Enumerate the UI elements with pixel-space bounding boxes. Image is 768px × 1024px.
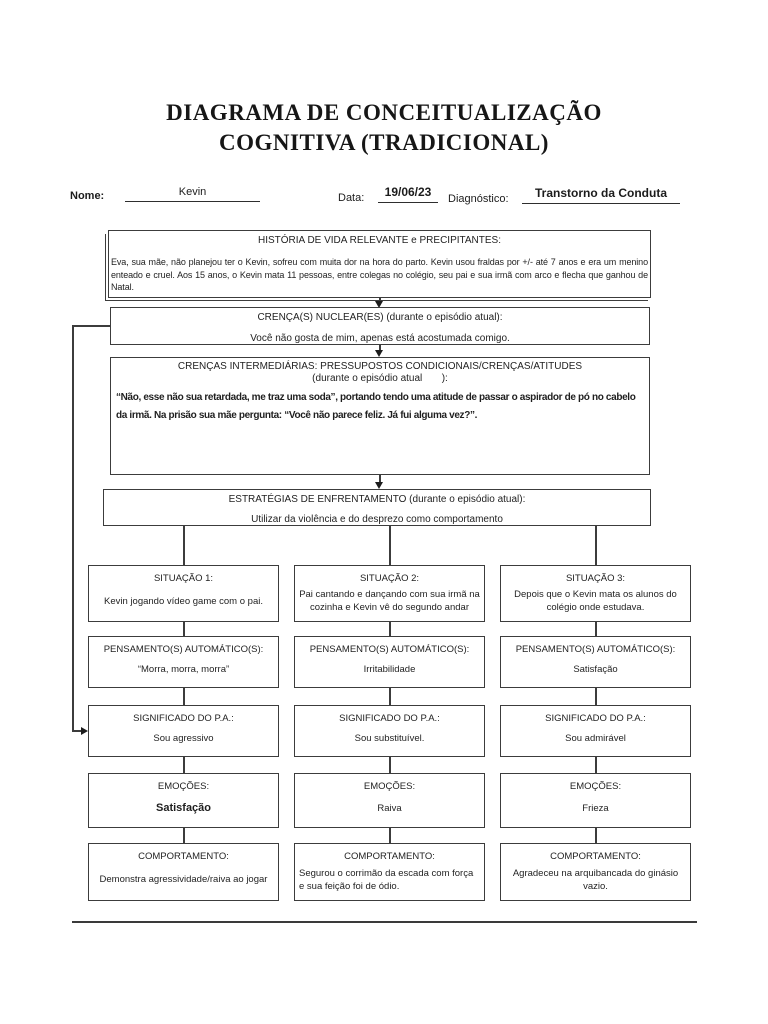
arrow-down-icon [375, 301, 383, 308]
comportamento2-title: COMPORTAMENTO: [344, 851, 435, 862]
connector-col2-c [389, 757, 391, 773]
connector-col2-a [389, 622, 391, 636]
connector-intermediarias-estrategias [379, 475, 381, 483]
emocoes1-box: EMOÇÕES: Satisfação [88, 773, 279, 828]
arrow-down-icon [375, 350, 383, 357]
significado3-body: Sou admirável [565, 733, 626, 744]
comportamento1-title: COMPORTAMENTO: [138, 851, 229, 862]
connector-col3-d [595, 828, 597, 843]
name-label: Nome: [70, 190, 105, 202]
diagnosis-value: Transtorno da Conduta [522, 186, 680, 204]
comportamento1-body: Demonstra agressividade/raiva ao jogar [99, 874, 268, 885]
page-title-line2: COGNITIVA (TRADICIONAL) [219, 130, 549, 155]
pensamento1-title: PENSAMENTO(S) AUTOMÁTICO(S): [103, 644, 264, 655]
crencas-intermediarias-title-line2: (durante o episódio atual ): [312, 373, 448, 384]
significado1-body: Sou agressivo [153, 733, 214, 744]
situacao2-title: SITUAÇÃO 2: [359, 573, 420, 584]
comportamento1-box: COMPORTAMENTO: Demonstra agressividade/r… [88, 843, 279, 901]
significado2-box: SIGNIFICADO DO P.A.: Sou substituível. [294, 705, 485, 757]
situacao2-body: Pai cantando e dançando com sua irmã na … [299, 589, 480, 613]
page-title-line1: DIAGRAMA DE CONCEITUALIZAÇÃO [166, 100, 602, 125]
name-value: Kevin [125, 186, 260, 202]
emocoes2-body: Raiva [377, 802, 402, 814]
date-label: Data: [338, 192, 365, 204]
crenca-nuclear-body: Você não gosta de mim, apenas está acost… [250, 333, 510, 344]
estrategias-box: ESTRATÉGIAS DE ENFRENTAMENTO (durante o … [103, 489, 651, 526]
emocoes2-box: EMOÇÕES: Raiva [294, 773, 485, 828]
date-value: 19/06/23 [378, 185, 438, 203]
emocoes3-box: EMOÇÕES: Frieza [500, 773, 691, 828]
emocoes1-title: EMOÇÕES: [157, 781, 210, 792]
connector-col3-a [595, 622, 597, 636]
crencas-intermediarias-title-line1: CRENÇAS INTERMEDIÁRIAS: PRESSUPOSTOS CON… [177, 361, 583, 372]
estrategias-body: Utilizar da violência e do desprezo como… [251, 514, 503, 525]
connector-col2-d [389, 828, 391, 843]
estrategias-title: ESTRATÉGIAS DE ENFRENTAMENTO (durante o … [228, 494, 526, 505]
pensamento1-body: “Morra, morra, morra” [137, 664, 230, 675]
connector-historia-crenca [379, 297, 381, 302]
connector-col2-b [389, 688, 391, 705]
pensamento2-box: PENSAMENTO(S) AUTOMÁTICO(S): Irritabilid… [294, 636, 485, 688]
emocoes1-body: Satisfação [155, 801, 212, 814]
crenca-nuclear-box: CRENÇA(S) NUCLEAR(ES) (durante o episódi… [110, 307, 650, 345]
pensamento1-box: PENSAMENTO(S) AUTOMÁTICO(S): “Morra, mor… [88, 636, 279, 688]
situacao2-box: SITUAÇÃO 2: Pai cantando e dançando com … [294, 565, 485, 622]
connector-col3-b [595, 688, 597, 705]
situacao3-box: SITUAÇÃO 3: Depois que o Kevin mata os a… [500, 565, 691, 622]
connector-estrategias-situacao2 [389, 526, 391, 565]
significado1-box: SIGNIFICADO DO P.A.: Sou agressivo [88, 705, 279, 757]
connector-col1-c [183, 757, 185, 773]
emocoes2-title: EMOÇÕES: [363, 781, 416, 792]
emocoes3-body: Frieza [582, 802, 609, 814]
situacao1-title: SITUAÇÃO 1: [153, 573, 214, 584]
situacao1-box: SITUAÇÃO 1: Kevin jogando vídeo game com… [88, 565, 279, 622]
pensamento3-box: PENSAMENTO(S) AUTOMÁTICO(S): Satisfação [500, 636, 691, 688]
page-title: DIAGRAMA DE CONCEITUALIZAÇÃO COGNITIVA (… [0, 98, 768, 158]
connector-col3-c [595, 757, 597, 773]
situacao3-title: SITUAÇÃO 3: [565, 573, 626, 584]
situacao1-body: Kevin jogando vídeo game com o pai. [104, 595, 263, 607]
comportamento2-body: Segurou o corrimão da escada com força e… [299, 867, 474, 892]
significado1-title: SIGNIFICADO DO P.A.: [133, 713, 234, 724]
connector-estrategias-situacao3 [595, 526, 597, 565]
connector-crenca-intermediarias [379, 345, 381, 351]
emocoes3-title: EMOÇÕES: [569, 781, 622, 792]
historia-body: Eva, sua mãe, não planejou ter o Kevin, … [111, 257, 648, 292]
significado2-title: SIGNIFICADO DO P.A.: [339, 713, 440, 724]
historia-title: HISTÓRIA DE VIDA RELEVANTE e PRECIPITANT… [257, 235, 502, 246]
connector-col1-b [183, 688, 185, 705]
comportamento3-title: COMPORTAMENTO: [550, 851, 641, 862]
diagnosis-label: Diagnóstico: [448, 193, 509, 205]
historia-box: HISTÓRIA DE VIDA RELEVANTE e PRECIPITANT… [105, 230, 651, 301]
crencas-intermediarias-box: CRENÇAS INTERMEDIÁRIAS: PRESSUPOSTOS CON… [110, 357, 650, 475]
pensamento3-title: PENSAMENTO(S) AUTOMÁTICO(S): [515, 644, 676, 655]
arrow-right-icon [81, 727, 88, 735]
connector-branch-vertical [72, 325, 74, 731]
connector-col1-a [183, 622, 185, 636]
footer-divider [72, 921, 697, 923]
comportamento3-box: COMPORTAMENTO: Agradeceu na arquibancada… [500, 843, 691, 901]
connector-estrategias-situacao1 [183, 526, 185, 565]
crencas-intermediarias-body: “Não, esse não sua retardada, me traz um… [116, 392, 636, 421]
connector-branch-bottom [72, 730, 82, 732]
connector-branch-top [72, 325, 110, 327]
significado3-title: SIGNIFICADO DO P.A.: [545, 713, 646, 724]
crenca-nuclear-title: CRENÇA(S) NUCLEAR(ES) (durante o episódi… [257, 312, 503, 323]
comportamento2-box: COMPORTAMENTO: Segurou o corrimão da esc… [294, 843, 485, 901]
significado2-body: Sou substituível. [354, 733, 425, 744]
pensamento2-title: PENSAMENTO(S) AUTOMÁTICO(S): [309, 644, 470, 655]
arrow-down-icon [375, 482, 383, 489]
pensamento2-body: Irritabilidade [363, 664, 416, 675]
pensamento3-body: Satisfação [573, 664, 618, 675]
comportamento3-body: Agradeceu na arquibancada do ginásio vaz… [512, 867, 679, 892]
situacao3-body: Depois que o Kevin mata os alunos do col… [514, 589, 677, 613]
connector-col1-d [183, 828, 185, 843]
significado3-box: SIGNIFICADO DO P.A.: Sou admirável [500, 705, 691, 757]
